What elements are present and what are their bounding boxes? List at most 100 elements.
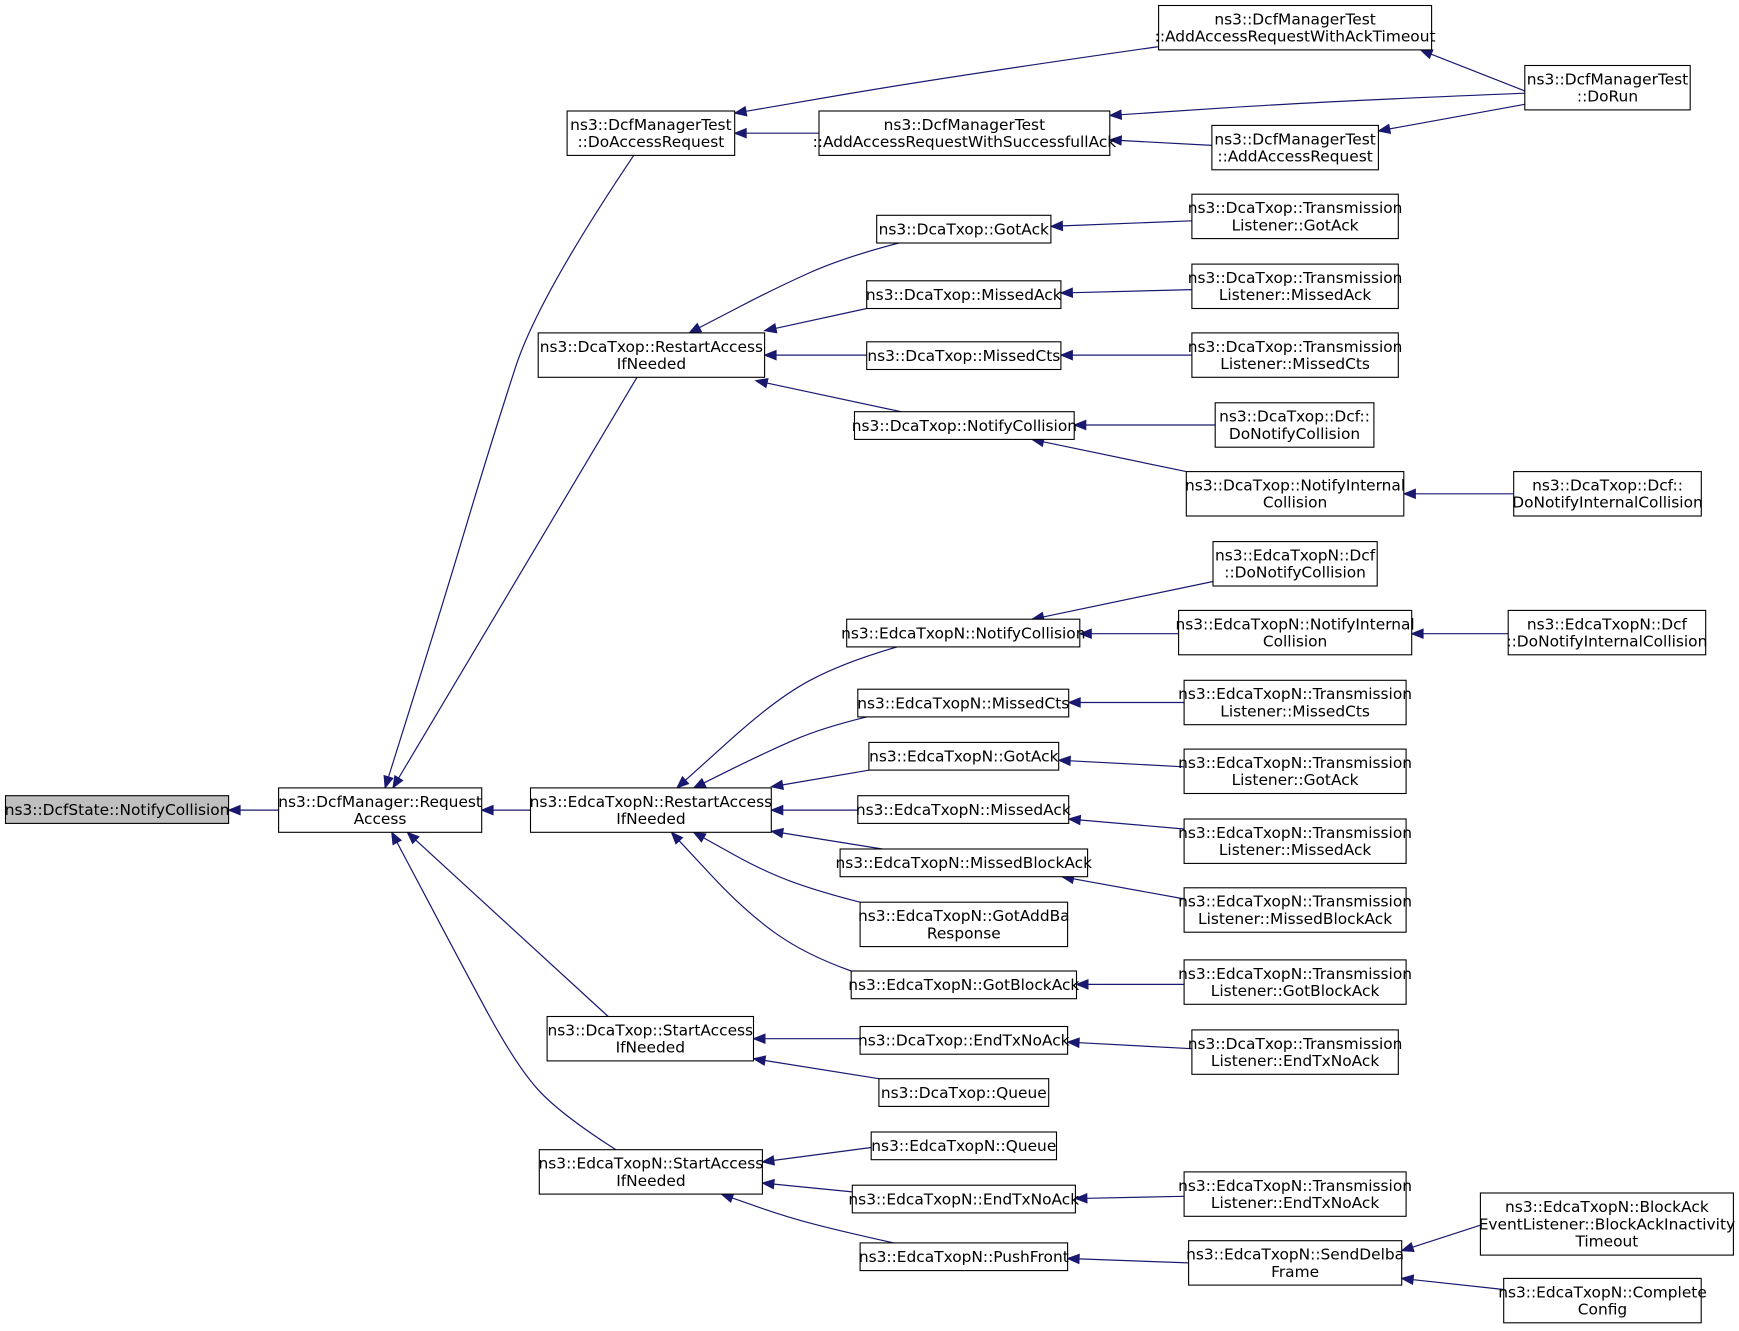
- root-node[interactable]: ns3::DcfState::NotifyCollision: [5, 795, 230, 824]
- node-box: [1158, 4, 1433, 51]
- function-node[interactable]: ns3::EdcaTxopN::TransmissionListener::Go…: [1178, 959, 1412, 1005]
- function-node[interactable]: ns3::EdcaTxopN::EndTxNoAck: [848, 1184, 1079, 1214]
- call-edge: [1059, 349, 1192, 361]
- edge-line: [745, 46, 1159, 112]
- node-label-line: ns3::DcaTxop::Queue: [881, 1084, 1047, 1102]
- function-node[interactable]: ns3::EdcaTxopN::Queue: [870, 1131, 1058, 1161]
- function-node[interactable]: ns3::EdcaTxopN::TransmissionListener::Go…: [1178, 748, 1412, 795]
- arrowhead: [733, 127, 747, 139]
- function-node[interactable]: ns3::EdcaTxopN::NotifyInternalCollision: [1175, 609, 1415, 656]
- function-node[interactable]: ns3::DcaTxop::TransmissionListener::GotA…: [1188, 193, 1403, 240]
- call-edge: [1049, 220, 1192, 232]
- function-node[interactable]: ns3::DcfManagerTest::DoRun: [1524, 64, 1691, 111]
- node-label-line: ns3::EdcaTxopN::Transmission: [1178, 754, 1412, 772]
- call-edge: [670, 831, 852, 972]
- node-label-line: ns3::EdcaTxopN::Transmission: [1178, 685, 1412, 703]
- edge-line: [398, 376, 638, 779]
- function-node[interactable]: ns3::EdcaTxopN::NotifyCollision: [841, 618, 1085, 648]
- edges-layer: [227, 46, 1526, 1291]
- edge-line: [1121, 92, 1525, 116]
- arrowhead: [1419, 49, 1434, 60]
- node-box: [851, 1184, 1076, 1214]
- arrowhead: [1072, 419, 1087, 431]
- node-box: [859, 1242, 1069, 1272]
- node-box: [1185, 471, 1405, 517]
- arrowhead: [761, 1178, 775, 1190]
- node-label-line: ns3::EdcaTxopN::MissedCts: [857, 694, 1069, 712]
- function-node[interactable]: ns3::EdcaTxopN::GotAck: [868, 741, 1060, 771]
- node-label-line: ns3::EdcaTxopN::Transmission: [1178, 965, 1412, 983]
- arrowhead: [392, 774, 404, 790]
- call-edge: [752, 1033, 861, 1045]
- call-edge: [1060, 873, 1185, 900]
- function-node[interactable]: ns3::EdcaTxopN::MissedCts: [857, 688, 1069, 718]
- function-node[interactable]: ns3::DcaTxop::TransmissionListener::Miss…: [1188, 332, 1403, 378]
- function-node[interactable]: ns3::DcfManagerTest::AddAccessRequestWit…: [813, 110, 1117, 156]
- arrowhead: [1057, 755, 1071, 767]
- function-node[interactable]: ns3::EdcaTxopN::TransmissionListener::Mi…: [1178, 887, 1412, 933]
- function-node[interactable]: ns3::EdcaTxopN::MissedAck: [856, 795, 1071, 824]
- node-label-line: Listener::MissedAck: [1219, 286, 1372, 304]
- call-edge: [1067, 814, 1185, 830]
- function-node[interactable]: ns3::EdcaTxopN::PushFront: [859, 1242, 1069, 1272]
- function-node[interactable]: ns3::DcaTxop::NotifyCollision: [852, 411, 1077, 440]
- node-label-line: Listener::MissedCts: [1220, 702, 1370, 720]
- node-label-line: ns3::EdcaTxopN::RestartAccess: [530, 793, 772, 811]
- function-node[interactable]: ns3::DcaTxop::MissedCts: [866, 341, 1062, 371]
- function-node[interactable]: ns3::DcfManagerTest::AddAccessRequest: [1211, 124, 1379, 171]
- function-node[interactable]: ns3::EdcaTxopN::GotBlockAck: [848, 970, 1079, 1000]
- node-label-line: Listener::EndTxNoAck: [1211, 1194, 1379, 1212]
- function-node[interactable]: ns3::DcaTxop::Queue: [878, 1078, 1050, 1107]
- function-node[interactable]: ns3::EdcaTxopN::TransmissionListener::En…: [1178, 1171, 1412, 1217]
- function-node[interactable]: ns3::DcaTxop::MissedAck: [866, 280, 1062, 310]
- node-label-line: ns3::DcaTxop::MissedCts: [867, 347, 1060, 365]
- function-node[interactable]: ns3::DcaTxop::EndTxNoAck: [858, 1025, 1070, 1055]
- function-node[interactable]: ns3::EdcaTxopN::TransmissionListener::Mi…: [1178, 679, 1412, 726]
- node-label-line: ns3::DcaTxop::Dcf::: [1219, 408, 1370, 426]
- function-node[interactable]: ns3::EdcaTxopN::Dcf::DoNotifyCollision: [1212, 541, 1378, 587]
- function-node[interactable]: ns3::DcaTxop::Dcf::DoNotifyCollision: [1214, 402, 1375, 448]
- arrowhead: [480, 804, 494, 816]
- function-node[interactable]: ns3::DcaTxop::TransmissionListener::Miss…: [1188, 263, 1403, 310]
- node-box: [1211, 124, 1379, 171]
- edge-line: [1043, 441, 1187, 473]
- function-node[interactable]: ns3::EdcaTxopN::Dcf::DoNotifyInternalCol…: [1506, 609, 1707, 656]
- node-label-line: ns3::EdcaTxopN::NotifyInternal: [1175, 615, 1414, 633]
- arrowhead: [1059, 349, 1073, 361]
- node-label-line: ns3::EdcaTxopN::NotifyCollision: [841, 624, 1085, 642]
- arrowhead: [752, 1055, 767, 1066]
- node-box: [1183, 959, 1407, 1005]
- function-node[interactable]: ns3::DcaTxop::NotifyInternalCollision: [1185, 471, 1405, 517]
- arrowhead: [1066, 1037, 1080, 1049]
- function-node[interactable]: ns3::EdcaTxopN::BlockAckEventListener::B…: [1479, 1192, 1735, 1256]
- node-box: [853, 411, 1075, 440]
- node-box: [1191, 263, 1399, 310]
- arrowhead: [763, 349, 777, 361]
- node-label-line: ns3::DcaTxop::StartAccess: [548, 1021, 754, 1039]
- function-node[interactable]: ns3::EdcaTxopN::MissedBlockAck: [836, 848, 1093, 878]
- function-node[interactable]: ns3::DcaTxop::TransmissionListener::EndT…: [1188, 1029, 1403, 1075]
- arrowhead: [769, 827, 785, 839]
- call-edge: [1067, 697, 1185, 708]
- function-node[interactable]: ns3::DcfManagerTest::DoAccessRequest: [566, 110, 736, 156]
- arrowhead: [1066, 1253, 1080, 1265]
- node-box: [1191, 332, 1399, 378]
- edge-line: [685, 646, 897, 781]
- node-box: [870, 1131, 1058, 1161]
- function-node[interactable]: ns3::DcaTxop::Dcf::DoNotifyInternalColli…: [1512, 471, 1703, 517]
- function-node[interactable]: ns3::EdcaTxopN::TransmissionListener::Mi…: [1178, 818, 1412, 864]
- function-node[interactable]: ns3::DcfManagerTest::AddAccessRequestWit…: [1155, 4, 1436, 51]
- node-label-line: ::DoAccessRequest: [577, 133, 724, 151]
- call-edge: [692, 716, 867, 789]
- arrowhead: [761, 1155, 775, 1166]
- nodes-layer: ns3::DcfState::NotifyCollision ns3::DcfMa…: [5, 4, 1735, 1324]
- function-node[interactable]: ns3::DcaTxop::GotAck: [876, 214, 1052, 244]
